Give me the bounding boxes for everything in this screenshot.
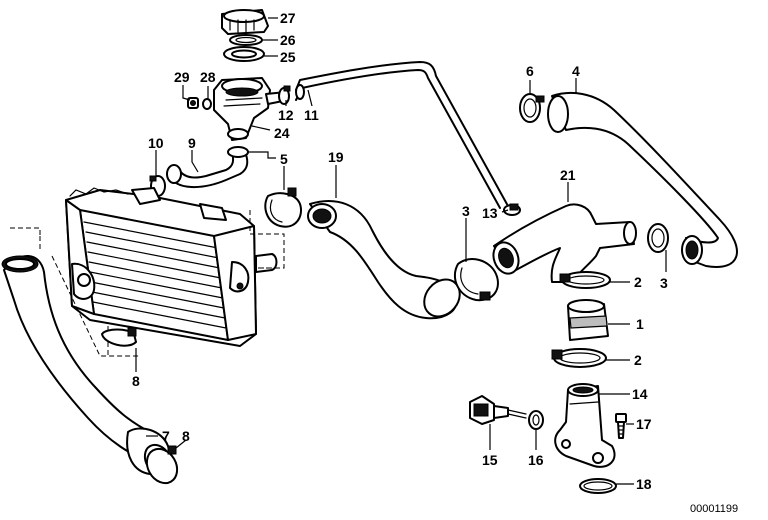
callout-17: 17 <box>636 416 652 432</box>
bleed-hose-clamp <box>503 203 521 216</box>
hose-clamp-5 <box>264 187 302 228</box>
drawing-number: 00001199 <box>690 503 738 515</box>
radiator-inlet-hose <box>307 200 461 320</box>
callout-1: 1 <box>636 316 644 332</box>
bleed-hose <box>295 61 509 209</box>
callout-8-lower: 8 <box>182 428 190 444</box>
hose-clamp-3-left <box>453 258 499 302</box>
temperature-sensor <box>469 395 527 425</box>
callout-2-lower: 2 <box>634 352 642 368</box>
callout-16: 16 <box>528 452 544 468</box>
callout-labels: 27 26 25 29 28 12 11 24 10 9 5 19 6 4 21… <box>132 10 738 515</box>
callout-26: 26 <box>280 32 296 48</box>
callout-12: 12 <box>278 107 294 123</box>
upper-tank-hose <box>166 146 249 189</box>
pipe-bolt <box>615 413 627 439</box>
radiator-cap <box>221 9 269 35</box>
callout-10: 10 <box>148 135 164 151</box>
coolant-outlet-pipe <box>554 383 616 468</box>
cap-gasket <box>223 46 265 62</box>
pipe-o-ring <box>579 478 617 494</box>
callout-18: 18 <box>636 476 652 492</box>
callout-8-upper: 8 <box>132 373 140 389</box>
callout-2-upper: 2 <box>634 274 642 290</box>
callout-25: 25 <box>280 49 296 65</box>
lower-radiator-hose <box>1 255 173 477</box>
callout-7: 7 <box>162 428 170 444</box>
callout-13: 13 <box>482 205 498 221</box>
sensor-washer <box>528 410 544 430</box>
lower-hose-end-clamp <box>145 445 179 485</box>
radiator <box>65 187 278 347</box>
leader-lines <box>135 17 667 485</box>
filler-neck-housing <box>213 77 289 141</box>
upper-hose-clamp <box>519 93 545 123</box>
hose-clamp-3-right <box>647 223 669 253</box>
callout-14: 14 <box>632 386 648 402</box>
connecting-sleeve <box>567 299 609 341</box>
callout-27: 27 <box>280 10 296 26</box>
callout-29: 29 <box>174 69 190 85</box>
callout-3-right: 3 <box>660 275 668 291</box>
callout-9: 9 <box>188 135 196 151</box>
callout-21: 21 <box>560 167 576 183</box>
cap-seal-ring <box>229 34 263 46</box>
callout-3-left: 3 <box>462 203 470 219</box>
branch-hose <box>492 203 637 283</box>
small-hose-clamp <box>278 85 291 105</box>
callout-28: 28 <box>200 69 216 85</box>
lower-hose-clamp <box>101 327 137 347</box>
clamp-2-lower <box>551 348 607 368</box>
clamp-2-upper <box>559 271 611 289</box>
upper-radiator-hose <box>547 91 738 268</box>
callout-5: 5 <box>280 151 288 167</box>
bleed-screw-washer <box>202 98 212 110</box>
callout-11: 11 <box>304 107 319 123</box>
callout-4: 4 <box>572 63 580 79</box>
callout-15: 15 <box>482 452 498 468</box>
callout-19: 19 <box>328 149 344 165</box>
callout-6: 6 <box>526 63 534 79</box>
callout-24: 24 <box>274 125 290 141</box>
bleed-screw <box>187 97 199 109</box>
